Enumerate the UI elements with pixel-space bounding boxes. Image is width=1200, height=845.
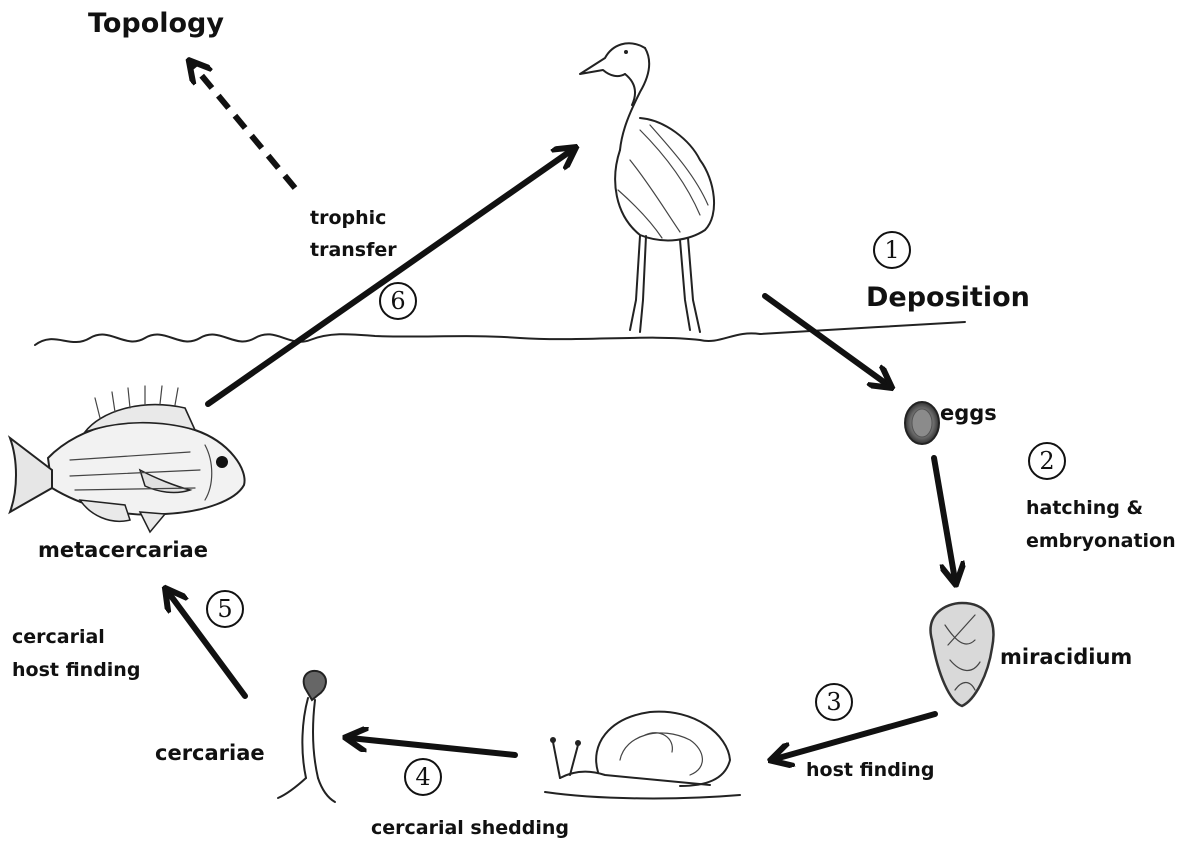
miracidium-icon xyxy=(929,601,995,708)
step-6-marker: 6 xyxy=(379,282,417,320)
deposition-label: Deposition xyxy=(866,282,1030,313)
cercarial-host-finding-arrow xyxy=(168,592,248,699)
step-4-marker: 4 xyxy=(404,758,442,796)
step-5-marker: 5 xyxy=(206,590,244,628)
deposition-arrow xyxy=(762,293,888,385)
trophic-transfer-label-line1: trophic xyxy=(310,207,386,229)
eggs-label: eggs xyxy=(940,401,997,425)
trophic-transfer-label-line2: transfer xyxy=(310,239,397,261)
topology-dashed-arrow xyxy=(192,64,298,190)
hatching-label-line2: embryonation xyxy=(1026,530,1176,552)
topology-label: Topology xyxy=(88,8,224,39)
step-2-marker: 2 xyxy=(1028,442,1066,480)
svg-text:5: 5 xyxy=(217,595,232,623)
cercarial-shedding-arrow xyxy=(350,738,518,758)
svg-text:1: 1 xyxy=(884,236,899,264)
host-finding-arrow xyxy=(775,711,938,759)
step-3-marker: 3 xyxy=(815,683,853,721)
host-finding-label: host finding xyxy=(806,759,934,781)
svg-text:4: 4 xyxy=(415,763,430,791)
water-surface-line xyxy=(34,321,966,346)
cercarial-shedding-label: cercarial shedding xyxy=(371,817,569,839)
metacercariae-label: metacercariae xyxy=(38,538,208,562)
fish-icon xyxy=(7,385,246,534)
trophic-transfer-arrow xyxy=(205,150,572,407)
snail-icon xyxy=(544,710,741,800)
cercarial-host-finding-label-line1: cercarial xyxy=(12,626,105,648)
svg-text:6: 6 xyxy=(390,287,405,315)
cercariae-label: cercariae xyxy=(155,741,265,765)
hatching-label-line1: hatching & xyxy=(1026,497,1143,519)
heron-icon xyxy=(579,42,716,333)
cercaria-icon xyxy=(277,669,336,803)
hatching-arrow xyxy=(931,455,955,580)
svg-text:3: 3 xyxy=(826,688,841,716)
miracidium-label: miracidium xyxy=(1000,645,1132,669)
egg-icon xyxy=(904,401,940,445)
step-1-marker: 1 xyxy=(873,231,911,269)
svg-text:2: 2 xyxy=(1039,447,1054,475)
cercarial-host-finding-label-line2: host finding xyxy=(12,659,140,681)
